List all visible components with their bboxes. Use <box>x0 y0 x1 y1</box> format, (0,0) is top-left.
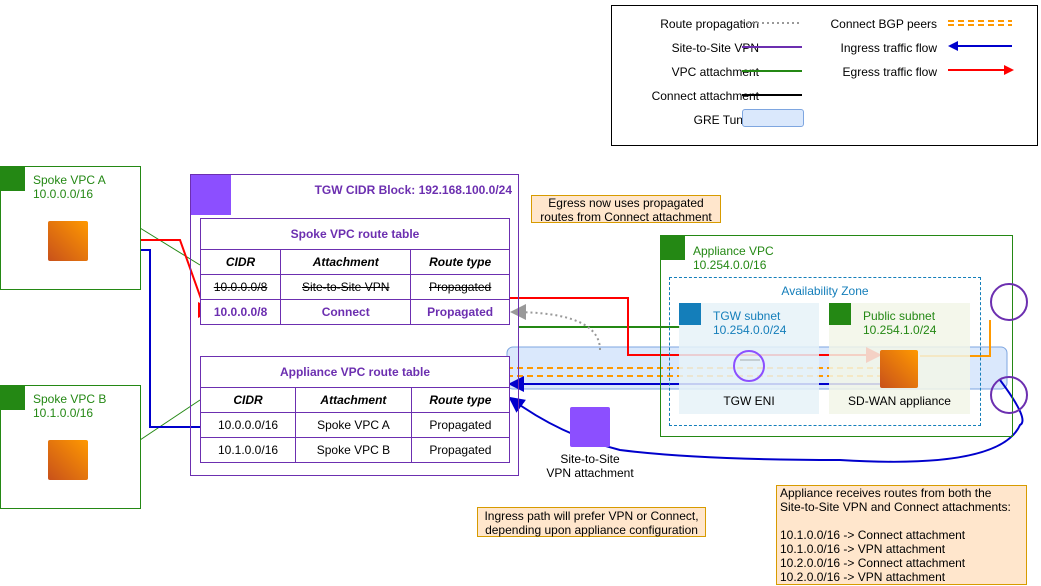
table-row: 10.1.0.0/16 Spoke VPC B Propagated <box>199 437 511 463</box>
note-line: 10.2.0.0/16 -> Connect attachment <box>780 556 966 570</box>
note-line: Egress now uses propagated <box>548 196 704 210</box>
cell: Propagated <box>410 299 510 325</box>
appliance-vpc-name: Appliance VPC <box>693 244 774 258</box>
az-label: Availability Zone <box>781 284 869 298</box>
vpn-attachment-icon <box>570 407 610 447</box>
vpn-attachment-label-2: VPN attachment <box>546 466 634 480</box>
note-line: 10.2.0.0/16 -> VPN attachment <box>780 570 946 584</box>
appliance-routes-note: Appliance receives routes from both the … <box>776 485 1027 585</box>
tgw-subnet-cidr: 10.254.0.0/24 <box>713 323 787 337</box>
cell: 10.0.0.0/16 <box>199 412 297 438</box>
legend-connect-attachment: Connect attachment <box>651 89 759 103</box>
note-line: depending upon appliance configuration <box>485 523 698 537</box>
note-line: Site-to-Site VPN and Connect attachments… <box>780 500 1011 514</box>
internet-gateway-icon <box>990 376 1028 414</box>
vpc-cloud-icon <box>661 236 685 260</box>
cell: Site-to-Site VPN <box>280 274 412 300</box>
transit-gateway: TGW CIDR Block: 192.168.100.0/24 <box>190 174 519 476</box>
col-header: Attachment <box>295 387 412 413</box>
col-header: Attachment <box>280 249 412 275</box>
spoke-route-table-title: Spoke VPC route table <box>200 218 510 250</box>
cell: Spoke VPC A <box>295 412 412 438</box>
ec2-instance-icon <box>48 221 88 261</box>
appliance-route-table-title: Appliance VPC route table <box>200 356 510 388</box>
cell: Propagated <box>410 274 510 300</box>
route-propagation-line <box>510 304 601 351</box>
availability-zone: Availability Zone <box>669 277 981 426</box>
note-line: 10.1.0.0/16 -> VPN attachment <box>780 542 946 556</box>
col-header: CIDR <box>199 249 282 275</box>
table-row: 10.0.0.0/16 Spoke VPC A Propagated <box>199 412 511 438</box>
vpc-cloud-icon <box>1 167 25 191</box>
legend: Route propagation Site-to-Site VPN VPC a… <box>611 5 1038 146</box>
lock-icon <box>829 303 851 325</box>
legend-route-propagation: Route propagation <box>660 17 759 31</box>
tgw-cidr-title: TGW CIDR Block: 192.168.100.0/24 <box>314 183 512 197</box>
transit-gateway-icon <box>191 175 231 215</box>
note-line: Appliance receives routes from both the <box>780 486 992 500</box>
eni-icon <box>733 350 765 382</box>
cell: 10.0.0.0/8 <box>199 274 282 300</box>
cell: 10.0.0.0/8 <box>199 299 282 325</box>
sdwan-label: SD-WAN appliance <box>848 394 951 408</box>
spoke-a-cidr: 10.0.0.0/16 <box>33 187 94 201</box>
spoke-b-cidr: 10.1.0.0/16 <box>33 406 94 420</box>
cell: Connect <box>280 299 412 325</box>
spoke-vpc-b: Spoke VPC B 10.1.0.0/16 <box>0 385 141 509</box>
public-subnet-name: Public subnet <box>863 309 936 323</box>
table-row: 10.0.0.0/8 Site-to-Site VPN Propagated <box>199 274 510 300</box>
cell: Spoke VPC B <box>295 437 412 463</box>
spoke-route-table: Spoke VPC route table CIDR Attachment Ro… <box>199 218 510 325</box>
tgw-subnet: TGW subnet 10.254.0.0/24 TGW ENI <box>679 303 819 414</box>
legend-vpc-attachment: VPC attachment <box>671 65 759 79</box>
public-subnet-cidr: 10.254.1.0/24 <box>863 323 937 337</box>
col-header: CIDR <box>199 387 297 413</box>
legend-connect-bgp: Connect BGP peers <box>830 17 937 31</box>
ec2-instance-icon <box>48 440 88 480</box>
sdwan-appliance-icon <box>880 350 918 388</box>
note-line: 10.1.0.0/16 -> Connect attachment <box>780 528 966 542</box>
cell: Propagated <box>410 437 511 463</box>
tgw-subnet-name: TGW subnet <box>713 309 781 323</box>
appliance-route-table: Appliance VPC route table CIDR Attachmen… <box>199 356 511 463</box>
vpc-cloud-icon <box>1 386 25 410</box>
col-header: Route type <box>410 387 511 413</box>
note-line <box>780 514 1023 528</box>
appliance-vpc-cidr: 10.254.0.0/16 <box>693 258 767 272</box>
legend-ingress-flow: Ingress traffic flow <box>840 41 937 55</box>
note-line: routes from Connect attachment <box>540 210 712 224</box>
spoke-vpc-a: Spoke VPC A 10.0.0.0/16 <box>0 166 141 290</box>
lock-icon <box>679 303 701 325</box>
note-line: Ingress path will prefer VPN or Connect, <box>484 509 699 523</box>
legend-s2s-vpn: Site-to-Site VPN <box>671 41 759 55</box>
cell: 10.1.0.0/16 <box>199 437 297 463</box>
table-row: 10.0.0.0/8 Connect Propagated <box>199 299 510 325</box>
spoke-b-name: Spoke VPC B <box>33 392 107 406</box>
legend-egress-flow: Egress traffic flow <box>842 65 937 79</box>
egress-note: Egress now uses propagated routes from C… <box>531 195 721 224</box>
vpn-gateway-icon <box>990 283 1028 321</box>
spoke-a-name: Spoke VPC A <box>33 173 106 187</box>
col-header: Route type <box>410 249 510 275</box>
appliance-vpc: Appliance VPC 10.254.0.0/16 <box>660 235 1013 437</box>
vpn-attachment-label-1: Site-to-Site <box>560 452 620 466</box>
tgw-eni-label: TGW ENI <box>723 394 775 408</box>
cell: Propagated <box>410 412 511 438</box>
ingress-note: Ingress path will prefer VPN or Connect,… <box>477 507 706 537</box>
